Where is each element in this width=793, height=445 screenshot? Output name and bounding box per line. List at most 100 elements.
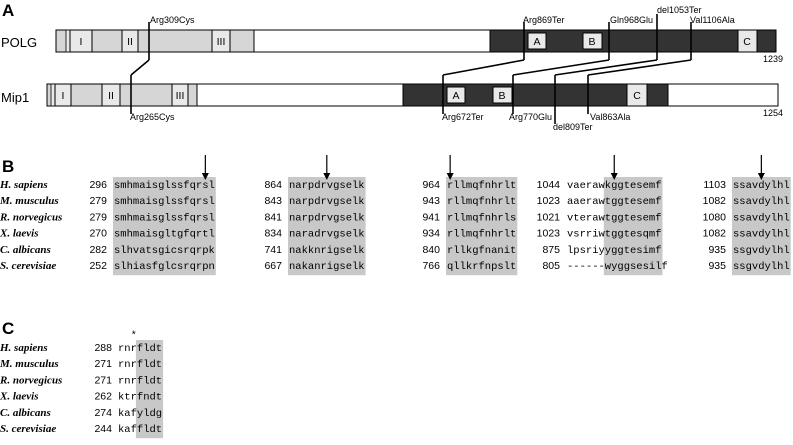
residue-number: 274 (94, 407, 112, 419)
residue-number: 741 (264, 244, 282, 256)
mip1-domain-box (446, 86, 466, 104)
sequence-segment: rllmqfnhrls (447, 212, 516, 224)
species-name: C. albicans (0, 244, 51, 256)
sequence-segment: ssgvdylhl (733, 261, 790, 273)
polg-label: POLG (1, 35, 37, 50)
residue-number: 841 (264, 211, 282, 223)
panel-label-b: B (2, 157, 14, 176)
polg-domain-box (211, 29, 231, 53)
sequence-segment: rllmqfnhrlt (447, 196, 516, 208)
residue-number: 964 (422, 179, 440, 191)
sequence-segment: nakanrigselk (289, 261, 365, 273)
sequence-segment: slhvatsgicsrqrpk (114, 245, 215, 257)
down-arrow-icon (201, 173, 209, 180)
polg-domain-box (121, 29, 139, 53)
species-name: H. sapiens (0, 179, 48, 191)
connector-line (554, 59, 658, 76)
sequence-segment: ktrfndt (118, 392, 162, 404)
residue-number: 296 (89, 179, 107, 191)
residue-number: 244 (94, 423, 112, 435)
polg-exo-region (55, 29, 255, 53)
residue-number: 282 (89, 244, 107, 256)
polg-length: 1239 (763, 54, 783, 64)
panel-label-a: A (2, 1, 14, 20)
sequence-segment: vaerawkggtesemf (567, 180, 662, 192)
mip1-domain-II: II (108, 90, 114, 102)
down-arrow-icon (446, 173, 454, 180)
polg-domain-C: C (743, 36, 751, 48)
polg-domain-box (69, 29, 93, 53)
sequence-segment: kafyldg (118, 408, 162, 420)
residue-number: 270 (89, 228, 107, 240)
sequence-segment: narpdrvgselk (289, 212, 365, 224)
sequence-segment: rnrfldt (118, 359, 162, 371)
conserved-highlight (732, 177, 791, 276)
mip1-pol-region (402, 83, 669, 107)
residue-number: 935 (708, 260, 726, 272)
connector-line (512, 59, 610, 76)
conserved-highlight (288, 177, 366, 276)
sequence-segment: rnrfldt (118, 343, 162, 355)
mip1-mutations: Arg265Cys Arg672Ter Arg770Glu del809Ter … (130, 75, 630, 132)
residue-number: 935 (708, 244, 726, 256)
species-name: R. norvegicus (0, 211, 62, 223)
mip1-length: 1254 (763, 108, 783, 118)
polg-mutation-arg869ter: Arg869Ter (523, 15, 565, 25)
residue-number: 1044 (537, 179, 561, 191)
species-name: S. cerevisiae (0, 260, 56, 272)
mip1-label: Mip1 (1, 90, 29, 105)
conserved-highlight (135, 340, 164, 439)
polg-domain-A: A (533, 36, 540, 48)
residue-number: 1082 (703, 228, 727, 240)
residue-number: 875 (542, 244, 560, 256)
mip1-domain-III: III (176, 90, 185, 102)
sequence-segment: smhmaisglssfqrsl (114, 212, 215, 224)
polg-domain-box (582, 32, 603, 50)
sequence-segment: slhiasfglcsrqrpn (114, 261, 215, 273)
residue-number: 766 (422, 260, 440, 272)
species-name: X. laevis (0, 391, 39, 403)
residue-number: 252 (89, 260, 107, 272)
residue-number: 279 (89, 195, 107, 207)
sequence-segment: vterawtggtesemf (567, 212, 662, 224)
mip1-mutation-del809ter: del809Ter (553, 122, 593, 132)
polg-domain-II: II (127, 36, 133, 48)
conserved-highlight (446, 177, 518, 276)
panel-label-c: C (2, 319, 14, 338)
sequence-segment: ssavdylhl (733, 180, 790, 192)
polg-mutation-del1053ter: del1053Ter (657, 5, 702, 15)
connector-line (587, 59, 692, 76)
sequence-segment: narpdrvgselk (289, 196, 365, 208)
residue-number: 1103 (703, 179, 726, 191)
residue-number: 271 (94, 374, 112, 386)
mip1-diagram: Mip1 I II III A B C 1254 (1, 83, 783, 118)
residue-number: 805 (542, 260, 560, 272)
residue-number: 843 (264, 195, 282, 207)
sequence-segment: rllmqfnhrlt (447, 229, 516, 241)
residue-number: 271 (94, 358, 112, 370)
polg-domain-B: B (588, 36, 595, 48)
mip1-mutation-arg770glu: Arg770Glu (509, 112, 552, 122)
mip1-domain-I: I (62, 90, 65, 102)
polg-mutation-gln968glu: Gln968Glu (610, 15, 653, 25)
conserved-highlight (603, 177, 663, 276)
mip1-domain-box (492, 86, 513, 104)
polg-domain-III: III (217, 36, 226, 48)
sequence-segment: kaffldt (118, 424, 162, 436)
conserved-highlight (113, 177, 216, 276)
sequence-segment: nakknrigselk (289, 245, 365, 257)
sequence-segment: qllkrfnpslt (447, 261, 516, 273)
sequence-segment: ssavdylhl (733, 196, 790, 208)
polg-pol-region (489, 29, 777, 53)
sequence-segment: rllmqfnhrlt (447, 180, 516, 192)
polg-mutation-val1106ala: Val1106Ala (690, 15, 735, 25)
mip1-domain-box (54, 83, 72, 107)
residue-number: 1021 (537, 211, 561, 223)
sequence-segment: ssavdylhl (733, 229, 790, 241)
mip1-domain-B: B (498, 90, 505, 102)
sequence-segment: aaerawtggtesemf (567, 196, 662, 208)
mip1-domain-A: A (452, 90, 459, 102)
connector-line (130, 59, 150, 76)
